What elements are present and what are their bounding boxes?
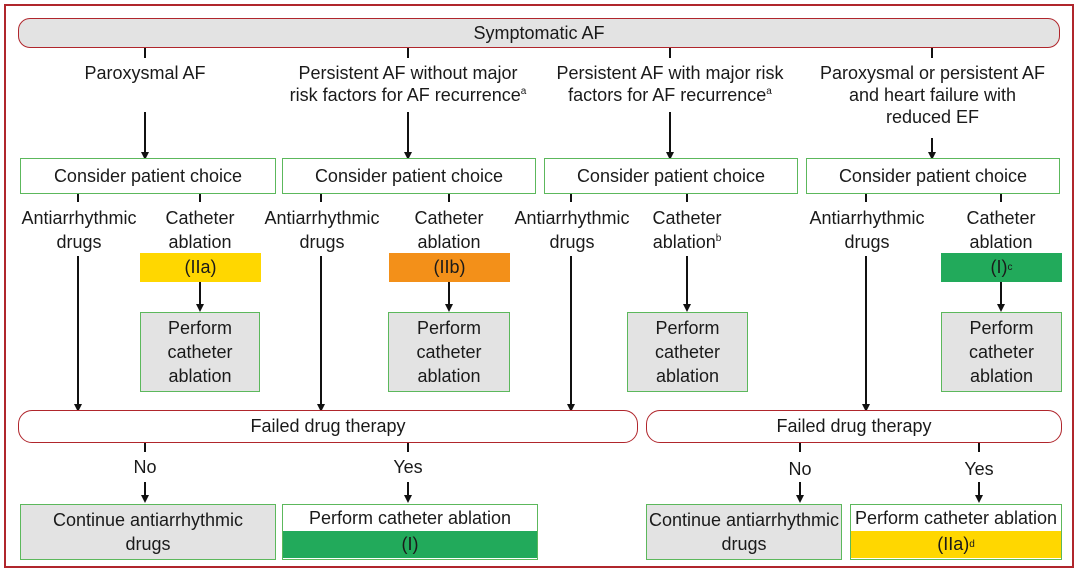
footnote-a: a bbox=[520, 86, 527, 97]
ablation-label-line1: Catheter bbox=[165, 208, 235, 228]
no-label-left: No bbox=[133, 457, 157, 477]
perform-ablation-outcome-left: Perform catheter ablation (I) bbox=[282, 504, 538, 560]
footnote-a: a bbox=[766, 86, 772, 97]
ablation-label-col2: Catheter ablation bbox=[394, 206, 504, 254]
ablation-label-col3: Catheter ablationb bbox=[632, 206, 742, 254]
drugs-label-line2: drugs bbox=[549, 232, 595, 252]
ablation-label-line2: ablation bbox=[417, 232, 481, 252]
continue-line1: Continue antiarrhythmic bbox=[648, 510, 840, 530]
drugs-label-col3: Antiarrhythmic drugs bbox=[507, 206, 637, 254]
ablation-label-line2: ablation bbox=[969, 232, 1033, 252]
ablation-label-line1: Catheter bbox=[652, 208, 722, 228]
class-badge-IIa-outcome: (IIa)d bbox=[851, 531, 1061, 558]
heading-col4-line1: Paroxysmal or persistent AF bbox=[819, 63, 1046, 83]
perform-line3: ablation bbox=[417, 366, 481, 386]
heading-col2: Persistent AF without major risk factors… bbox=[268, 62, 548, 106]
perform-ablation-box-2: Perform catheter ablation bbox=[388, 312, 510, 392]
ablation-label-line2: ablation bbox=[168, 232, 232, 252]
continue-drugs-box-left: Continue antiarrhythmic drugs bbox=[20, 504, 276, 560]
yes-label-right: Yes bbox=[964, 459, 994, 479]
no-label-right: No bbox=[788, 459, 812, 479]
perform-line3: ablation bbox=[168, 366, 232, 386]
drugs-label-line1: Antiarrhythmic bbox=[264, 208, 380, 228]
continue-line2: drugs bbox=[125, 534, 171, 554]
ablation-label-line1: Catheter bbox=[966, 208, 1036, 228]
drugs-label-line2: drugs bbox=[844, 232, 890, 252]
perform-line3: ablation bbox=[969, 366, 1034, 386]
class-badge-I-text: (I) bbox=[990, 257, 1008, 277]
perform-line2: catheter bbox=[416, 342, 482, 362]
perform-ablation-outcome-right: Perform catheter ablation (IIa)d bbox=[850, 504, 1062, 560]
patient-choice-box-1: Consider patient choice bbox=[20, 158, 276, 194]
drugs-label-col1: Antiarrhythmic drugs bbox=[14, 206, 144, 254]
continue-line1: Continue antiarrhythmic bbox=[52, 510, 244, 530]
heading-col2-line1: Persistent AF without major bbox=[298, 63, 518, 83]
perform-line2: catheter bbox=[167, 342, 233, 362]
perform-line1: Perform bbox=[167, 318, 232, 338]
drugs-label-col4: Antiarrhythmic drugs bbox=[802, 206, 932, 254]
class-badge-I: (I)c bbox=[941, 253, 1062, 282]
heading-col3: Persistent AF with major risk factors fo… bbox=[535, 62, 805, 106]
perform-line1: Perform bbox=[655, 318, 720, 338]
ablation-label-col4: Catheter ablation bbox=[946, 206, 1056, 254]
perform-ablation-outcome-label: Perform catheter ablation bbox=[308, 507, 512, 528]
drugs-label-line1: Antiarrhythmic bbox=[809, 208, 925, 228]
failed-drug-therapy-left: Failed drug therapy bbox=[18, 410, 638, 443]
patient-choice-box-3: Consider patient choice bbox=[544, 158, 798, 194]
heading-col2-line2-text: risk factors for AF recurrence bbox=[289, 85, 521, 105]
title-bar: Symptomatic AF bbox=[18, 18, 1060, 48]
drugs-label-line1: Antiarrhythmic bbox=[514, 208, 630, 228]
perform-ablation-box-4: Perform catheter ablation bbox=[941, 312, 1062, 392]
patient-choice-box-2: Consider patient choice bbox=[282, 158, 536, 194]
perform-ablation-outcome-label: Perform catheter ablation bbox=[854, 507, 1058, 528]
patient-choice-box-4: Consider patient choice bbox=[806, 158, 1060, 194]
ablation-label-line2: ablationb bbox=[632, 230, 742, 254]
continue-drugs-box-right: Continue antiarrhythmic drugs bbox=[646, 504, 842, 560]
heading-col3-line1: Persistent AF with major risk bbox=[556, 63, 784, 83]
class-IIa-text: (IIa) bbox=[937, 534, 970, 554]
perform-line1: Perform bbox=[416, 318, 481, 338]
drugs-label-line1: Antiarrhythmic bbox=[21, 208, 137, 228]
ablation-label-col1: Catheter ablation bbox=[145, 206, 255, 254]
perform-ablation-box-1: Perform catheter ablation bbox=[140, 312, 260, 392]
ablation-label-line2-text: ablation bbox=[652, 232, 716, 252]
perform-line2: catheter bbox=[968, 342, 1035, 362]
heading-col3-line2: factors for AF recurrencea bbox=[535, 84, 805, 106]
perform-line3: ablation bbox=[655, 366, 720, 386]
heading-col4-line3: reduced EF bbox=[885, 107, 980, 127]
class-badge-I-outcome: (I) bbox=[283, 531, 537, 558]
heading-col4-line2: and heart failure with bbox=[848, 85, 1017, 105]
perform-line1: Perform bbox=[969, 318, 1034, 338]
drugs-label-line2: drugs bbox=[56, 232, 102, 252]
diagram-frame bbox=[4, 4, 1074, 568]
drugs-label-line2: drugs bbox=[299, 232, 345, 252]
heading-col4: Paroxysmal or persistent AF and heart fa… bbox=[800, 62, 1065, 128]
drugs-label-col2: Antiarrhythmic drugs bbox=[257, 206, 387, 254]
perform-ablation-box-3: Perform catheter ablation bbox=[627, 312, 748, 392]
class-badge-IIa: (IIa) bbox=[140, 253, 261, 282]
class-badge-IIb: (IIb) bbox=[389, 253, 510, 282]
ablation-label-line1: Catheter bbox=[414, 208, 484, 228]
continue-line2: drugs bbox=[721, 534, 767, 554]
heading-col3-line2-text: factors for AF recurrence bbox=[568, 85, 767, 105]
footnote-b: b bbox=[715, 233, 722, 244]
heading-col1: Paroxysmal AF bbox=[84, 63, 206, 83]
perform-line2: catheter bbox=[654, 342, 721, 362]
failed-drug-therapy-right: Failed drug therapy bbox=[646, 410, 1062, 443]
yes-label-left: Yes bbox=[393, 457, 423, 477]
heading-col2-line2: risk factors for AF recurrencea bbox=[268, 84, 548, 106]
